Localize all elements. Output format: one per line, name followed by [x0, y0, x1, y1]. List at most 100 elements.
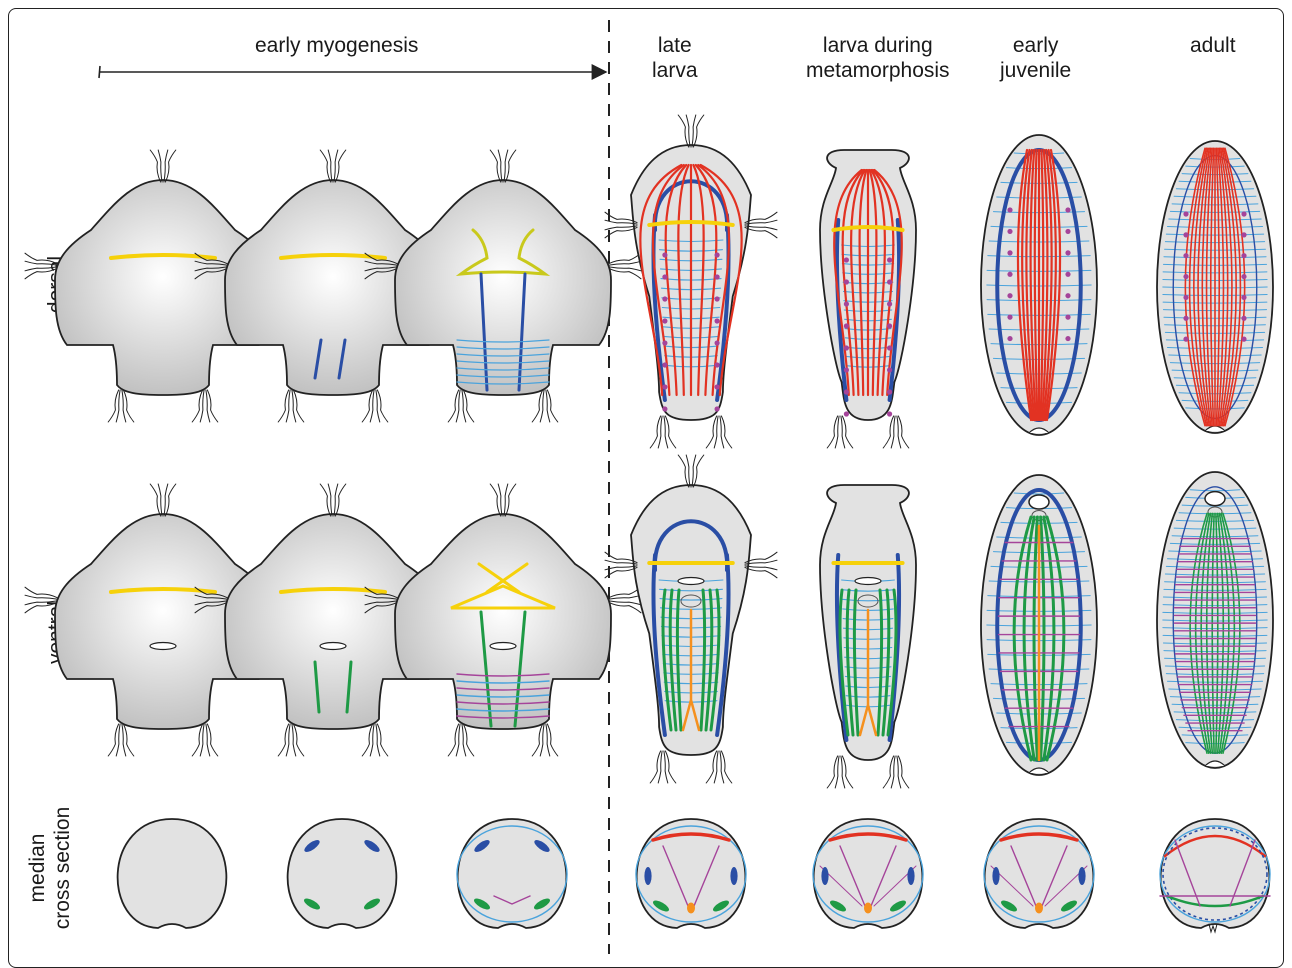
adult-ventral — [1157, 472, 1273, 768]
cross-section-1 — [118, 819, 227, 928]
dorsoventral-muscle-dot — [844, 301, 849, 306]
dorsoventral-muscle-dot — [1183, 295, 1188, 300]
lateral-tuft-right — [609, 253, 641, 279]
dorsoventral-muscle-dot — [1007, 336, 1012, 341]
posterior-tuft-left — [650, 416, 676, 448]
dorsoventral-muscle-dot — [1183, 232, 1188, 237]
posterior-tuft-left — [448, 390, 474, 422]
dorsoventral-muscle-dot — [1007, 315, 1012, 320]
dorsoventral-muscle-dot — [1065, 207, 1070, 212]
posterior-tuft-left — [108, 724, 134, 756]
apical-tuft — [150, 150, 176, 182]
posterior-tuft-right — [362, 390, 388, 422]
timeline-arrow-tick — [99, 66, 100, 78]
posterior-tuft-left — [827, 416, 853, 448]
apical-tuft — [490, 150, 516, 182]
mouth — [1205, 492, 1225, 506]
posterior-tuft-left — [827, 756, 853, 788]
cross-section-6 — [984, 819, 1094, 928]
cross-section-5 — [813, 819, 923, 928]
lateral-tuft-right — [609, 587, 641, 613]
dorsoventral-muscle-dot — [887, 279, 892, 284]
mouth — [678, 578, 704, 585]
dorsoventral-muscle-dot — [1007, 272, 1012, 277]
dorsoventral-muscle-dot — [662, 252, 667, 257]
mouth — [150, 643, 176, 650]
dorsoventral-muscle-dot — [1241, 253, 1246, 258]
dorsoventral-muscle-dot — [844, 279, 849, 284]
dorsoventral-muscle-dot — [844, 389, 849, 394]
dorsoventral-muscle-dot — [1183, 337, 1188, 342]
cross-section-3 — [457, 819, 567, 928]
dorsoventral-muscle-dot — [1065, 229, 1070, 234]
apical-tuft — [490, 484, 516, 516]
posterior-tuft-right — [883, 756, 909, 788]
dorsoventral-muscle-dot — [662, 274, 667, 279]
lateral-muscle-left — [644, 867, 651, 885]
dorsoventral-muscle-dot — [662, 362, 667, 367]
ventral-median-muscle — [864, 903, 872, 914]
dorsoventral-muscle-dot — [1065, 272, 1070, 277]
dorsoventral-muscle-dot — [1241, 211, 1246, 216]
dorsoventral-muscle-dot — [1065, 336, 1070, 341]
dorsoventral-muscle-dot — [715, 274, 720, 279]
dorsoventral-muscle-dot — [1065, 250, 1070, 255]
dorsoventral-muscle-dot — [662, 318, 667, 323]
apical-tuft — [678, 455, 704, 487]
lateral-muscle-left — [821, 867, 828, 885]
dorsoventral-muscle-dot — [887, 257, 892, 262]
cross-section-4 — [636, 819, 746, 928]
posterior-tuft-left — [448, 724, 474, 756]
dorsoventral-muscle-dot — [844, 323, 849, 328]
dorsoventral-muscle-dot — [1183, 253, 1188, 258]
posterior-tuft-right — [706, 751, 732, 783]
metamorphosis-larva-ventral — [820, 485, 916, 788]
dorsoventral-muscle-dot — [715, 384, 720, 389]
dorsoventral-muscle-dot — [662, 340, 667, 345]
adult-dorsal — [1157, 141, 1273, 433]
lateral-muscle-right — [907, 867, 914, 885]
lateral-tuft-left — [25, 253, 57, 279]
mouth — [320, 643, 346, 650]
dorsoventral-muscle-dot — [887, 301, 892, 306]
dorsoventral-muscle-dot — [1183, 274, 1188, 279]
metamorphosis-larva-dorsal — [820, 150, 916, 448]
dorsoventral-muscle-dot — [715, 252, 720, 257]
dorsoventral-muscle-dot — [887, 367, 892, 372]
apical-tuft — [678, 115, 704, 147]
dorsoventral-muscle-dot — [887, 411, 892, 416]
posterior-tuft-left — [278, 724, 304, 756]
posterior-tuft-right — [532, 724, 558, 756]
dorsoventral-muscle-dot — [715, 296, 720, 301]
dorsoventral-muscle-dot — [844, 411, 849, 416]
ventral-median-muscle — [1035, 903, 1043, 914]
dorsoventral-muscle-dot — [1241, 295, 1246, 300]
early-larva-dorsal-3 — [365, 150, 641, 422]
lateral-muscle-left — [992, 867, 999, 885]
mouth — [1029, 495, 1049, 509]
dorsoventral-muscle-dot — [1007, 293, 1012, 298]
dorsoventral-muscle-dot — [1065, 315, 1070, 320]
dorsoventral-muscle-dot — [844, 367, 849, 372]
posterior-tuft-left — [650, 751, 676, 783]
posterior-tuft-right — [883, 416, 909, 448]
dorsoventral-muscle-dot — [844, 257, 849, 262]
posterior-tuft-right — [192, 724, 218, 756]
mouth — [855, 578, 881, 585]
lateral-muscle-right — [1078, 867, 1085, 885]
dorsoventral-muscle-dot — [887, 389, 892, 394]
cross-section-outline — [288, 819, 397, 928]
apical-tuft — [150, 484, 176, 516]
posterior-tuft-right — [532, 390, 558, 422]
dorsoventral-muscle-dot — [715, 340, 720, 345]
dorsoventral-muscle-dot — [1183, 211, 1188, 216]
cross-section-2 — [288, 819, 397, 928]
dorsoventral-muscle-dot — [662, 384, 667, 389]
lateral-tuft-left — [25, 587, 57, 613]
lateral-muscle-right — [730, 867, 737, 885]
cross-section-outline — [458, 819, 567, 928]
dorsoventral-muscle-dot — [887, 345, 892, 350]
dorsoventral-muscle-dot — [1241, 274, 1246, 279]
posterior-tuft-right — [192, 390, 218, 422]
